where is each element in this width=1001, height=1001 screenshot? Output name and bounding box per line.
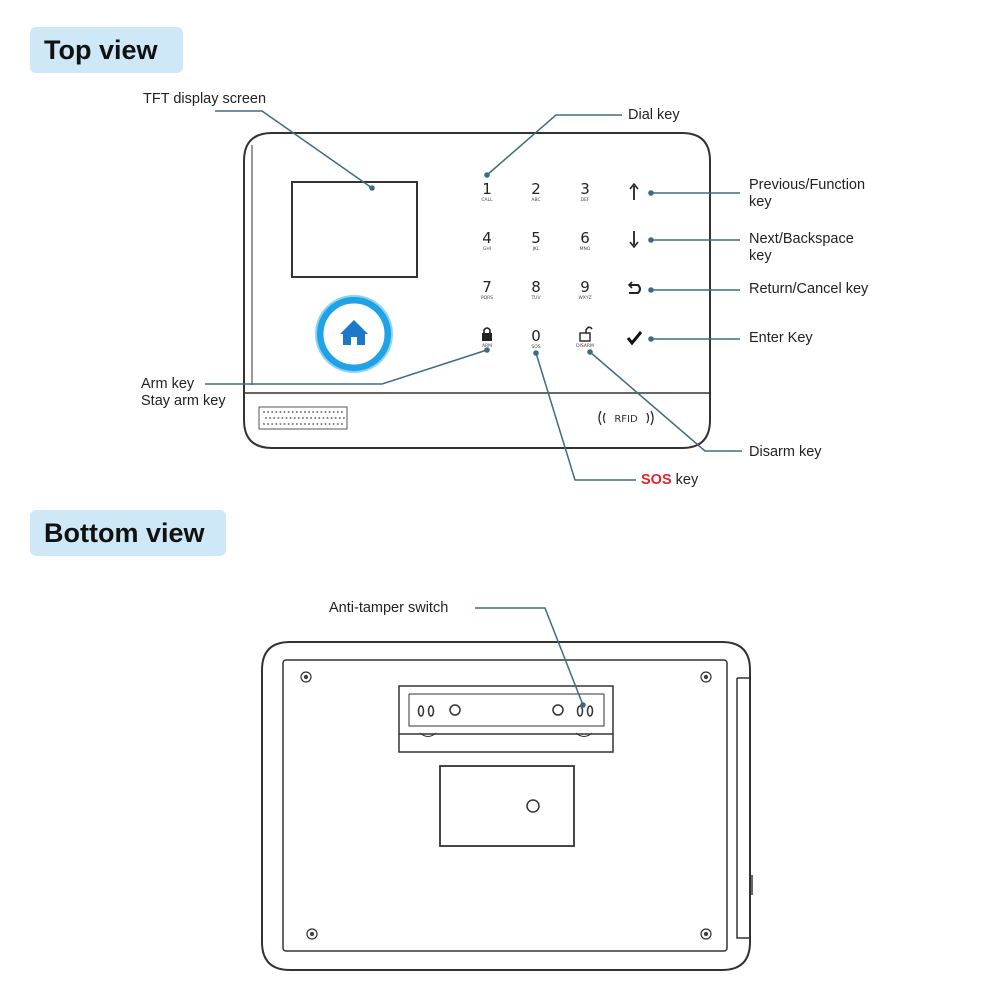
svg-text:ARM: ARM [482, 343, 492, 349]
tamper-switch-left [576, 705, 584, 717]
check-icon [626, 331, 643, 346]
callout-sos: SOS key [641, 472, 699, 488]
screw-holes [300, 671, 712, 940]
callout-return: Return/Cancel key [749, 281, 869, 297]
callout-dial: Dial key [628, 107, 680, 123]
svg-text:9: 9 [580, 278, 590, 296]
top-device [243, 132, 711, 449]
callout-disarm: Disarm key [749, 444, 822, 460]
lock-icon [482, 327, 492, 341]
down-arrow-key[interactable] [629, 231, 639, 249]
enter-key[interactable] [626, 331, 643, 346]
top-view-label: Top view [44, 34, 158, 65]
svg-text:SOS: SOS [531, 344, 540, 350]
svg-text:CALL: CALL [481, 197, 493, 203]
leader-line-tamper [475, 607, 586, 708]
rfid-icon [598, 410, 602, 426]
callout-anti-tamper: Anti-tamper switch [329, 600, 449, 616]
home-icon [340, 320, 368, 345]
battery-door [439, 765, 575, 847]
rfid-area: RFID [598, 410, 654, 426]
svg-text:JKL: JKL [532, 246, 540, 252]
bottom-view-label: Bottom view [44, 517, 205, 548]
leader-lines-top [205, 110, 742, 481]
sos-label: SOS [641, 472, 672, 488]
speaker-grille [258, 406, 348, 430]
return-key[interactable] [627, 281, 641, 294]
device-body [243, 132, 711, 449]
bottom-device [261, 641, 753, 971]
svg-text:WXYZ: WXYZ [578, 295, 591, 301]
svg-text:GHI: GHI [483, 246, 491, 252]
bottom-view-heading: Bottom view [30, 510, 226, 556]
svg-text:DISARM: DISARM [576, 343, 594, 349]
side-strip [736, 677, 750, 939]
svg-text:4: 4 [482, 229, 492, 247]
svg-text:TUV: TUV [530, 295, 541, 301]
callout-tft: TFT display screen [143, 91, 267, 107]
home-button[interactable] [315, 295, 393, 373]
unlock-icon [579, 326, 593, 342]
svg-text:0: 0 [531, 327, 541, 345]
return-icon [627, 281, 641, 294]
bottom-inner-panel [282, 659, 728, 952]
top-view-heading: Top view [30, 27, 183, 73]
svg-text:6: 6 [580, 229, 590, 247]
tft-screen [291, 181, 418, 278]
down-arrow-icon [629, 231, 639, 249]
callout-enter: Enter Key [749, 330, 813, 346]
rfid-label: RFID [614, 414, 638, 425]
key-arm[interactable]: ARM [482, 327, 492, 349]
svg-text:8: 8 [531, 278, 541, 296]
bottom-body [261, 641, 751, 971]
mounting-bracket [398, 685, 614, 753]
key-disarm[interactable]: DISARM [576, 326, 594, 349]
svg-text:DEF: DEF [581, 197, 590, 203]
svg-text:ABC: ABC [531, 197, 540, 203]
svg-text:5: 5 [531, 229, 541, 247]
up-arrow-icon [629, 182, 639, 200]
svg-text:7: 7 [482, 278, 492, 296]
svg-text:1: 1 [482, 180, 492, 198]
svg-text:3: 3 [580, 180, 590, 198]
svg-text:MNO: MNO [580, 246, 591, 252]
svg-text:PQRS: PQRS [481, 295, 493, 301]
svg-text:2: 2 [531, 180, 541, 198]
up-arrow-key[interactable] [629, 182, 639, 200]
